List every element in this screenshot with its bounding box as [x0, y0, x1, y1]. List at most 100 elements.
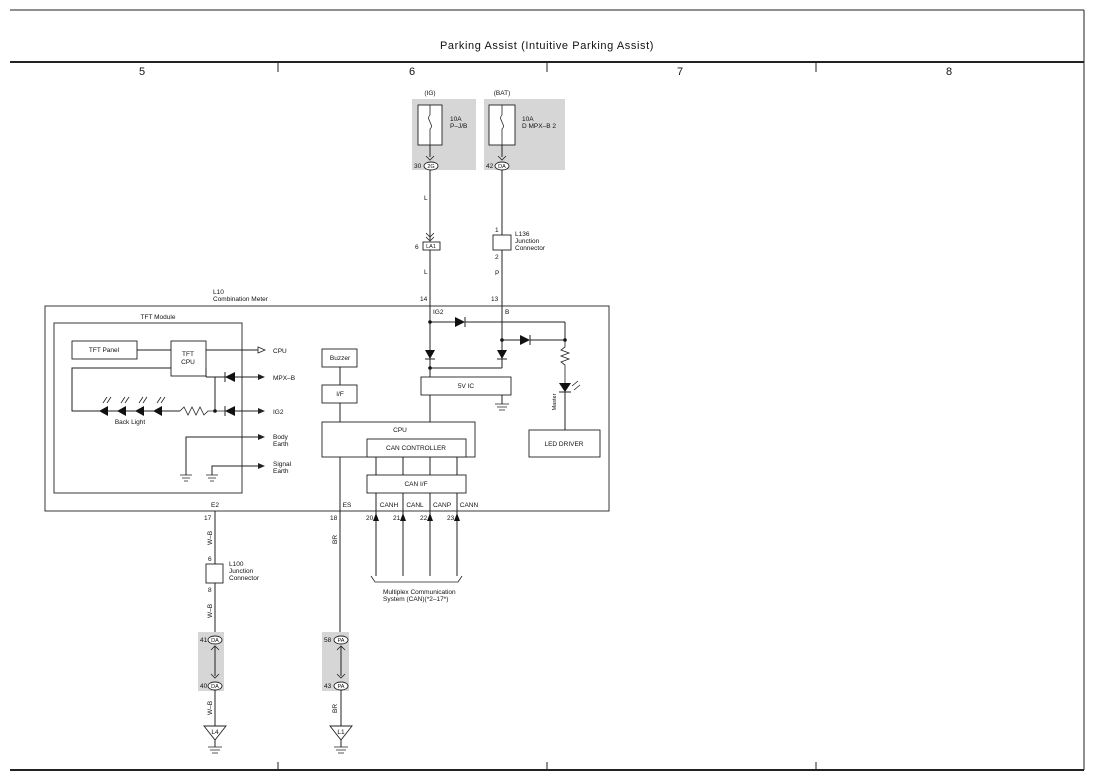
pin-e2: 17 [204, 515, 212, 522]
l136-pin-top: 1 [495, 227, 499, 234]
e2-wire-color-lower: W–B [207, 701, 214, 715]
bat-wire [492, 170, 512, 306]
can-interface-label: CAN I/F [404, 481, 427, 488]
meter-id: L10 [213, 289, 224, 296]
l136-desc-2: Connector [515, 245, 546, 252]
pin-es: 18 [330, 515, 338, 522]
pin-canl: 21 [393, 515, 401, 522]
back-light-label: Back Light [115, 419, 146, 426]
pa-pin-bottom: 43 [324, 683, 332, 690]
ig-wire [422, 170, 441, 306]
tft-out-mpxb: MPX–B [273, 375, 295, 382]
bat-label: (BAT) [494, 90, 511, 97]
meter-b-label: B [505, 309, 509, 316]
meter-power-path [425, 306, 581, 430]
es-wire-color-upper: BR [332, 535, 339, 544]
multiplex-label-2: System (CAN)(*2–17*) [383, 596, 448, 603]
tft-module-label: TFT Module [141, 314, 176, 321]
l136-name: L136 [515, 231, 530, 238]
column-7: 7 [677, 66, 683, 78]
da-conn-top: DA [211, 638, 219, 644]
sheet-frame [10, 9, 1085, 771]
bat-fuse-name: D MPX–B 2 [522, 123, 556, 130]
led-driver [528, 429, 601, 458]
bat-fuse-pin: 42 [486, 163, 494, 170]
meter-cpu-label: CPU [393, 427, 407, 434]
meter-ig2-label: IG2 [433, 309, 444, 316]
l100-desc-2: Connector [229, 575, 260, 582]
ig-wire-color-upper: L [424, 195, 428, 202]
pin-canh: 20 [366, 515, 374, 522]
meter-pin-ig2: 14 [420, 296, 428, 303]
e2-ground-path [198, 511, 227, 754]
buzzer-label: Buzzer [330, 355, 351, 362]
ig-fuse-pin: 30 [414, 163, 422, 170]
tft-cpu-label-2: CPU [181, 359, 195, 366]
pa-pin-top: 58 [324, 637, 332, 644]
l100-name: L100 [229, 561, 244, 568]
l136-desc-1: Junction [515, 238, 540, 245]
es-label: ES [343, 502, 352, 509]
l100-desc-1: Junction [229, 568, 254, 575]
ig-fuse-name: P–J/B [450, 123, 467, 130]
l100-pin-top: 6 [208, 556, 212, 563]
signal-earth-1: Signal [273, 461, 292, 468]
meter-pin-b: 13 [491, 296, 499, 303]
pa-conn-top: PA [338, 638, 345, 644]
5v-ic [420, 376, 512, 396]
ground-l4: L4 [211, 729, 219, 736]
ig-wire-color-lower: L [424, 269, 428, 276]
multiplex-label-1: Multiplex Communication [383, 589, 456, 596]
column-8: 8 [946, 66, 952, 78]
tft-panel-label: TFT Panel [89, 347, 120, 354]
can-label-p: CANP [433, 502, 451, 509]
tft-internal-wiring [71, 346, 267, 482]
es-ground-path [322, 457, 353, 754]
pin-cann: 23 [447, 515, 455, 522]
bat-fuse-connector: DA [498, 164, 506, 170]
tft-cpu [170, 340, 207, 377]
da-conn-bottom: DA [211, 684, 219, 690]
tft-out-cpu: CPU [273, 348, 287, 355]
tft-out-ig2: IG2 [273, 409, 284, 416]
bat-wire-color: P [495, 270, 499, 277]
can-controller [366, 438, 467, 458]
ig-label: (IG) [424, 90, 435, 97]
bat-fuse-amp: 10A [522, 116, 534, 123]
body-earth-2: Earth [273, 441, 289, 448]
can-internal-lines [375, 457, 458, 475]
e2-wire-color-upper: W–B [207, 531, 214, 545]
ig-fuse-amp: 10A [450, 116, 462, 123]
la1-connector: LA1 [426, 244, 436, 250]
page-title: Parking Assist (Intuitive Parking Assist… [440, 40, 654, 52]
l100-pin-bottom: 8 [208, 587, 212, 594]
led-driver-label: LED DRIVER [544, 441, 583, 448]
da-pin-top: 41 [200, 637, 208, 644]
master-label: Master [552, 393, 558, 410]
can-label-l: CANL [406, 502, 424, 509]
pa-conn-bottom: PA [338, 684, 345, 690]
ig-fuse-block [412, 99, 476, 171]
can-label-h: CANH [380, 502, 399, 509]
da-pin-bottom: 40 [200, 683, 208, 690]
body-earth-1: Body [273, 434, 289, 441]
5v-ic-label: 5V IC [458, 383, 475, 390]
can-controller-label: CAN CONTROLLER [386, 445, 446, 452]
l136-pin-bottom: 2 [495, 254, 499, 261]
buzzer-interface-label: I/F [336, 391, 344, 398]
meter-name: Combination Meter [213, 296, 269, 303]
can-interface [366, 474, 467, 494]
la1-pin: 6 [415, 244, 419, 251]
e2-wire-color-mid: W–B [207, 604, 214, 618]
ground-l1: L1 [337, 729, 345, 736]
ig-fuse-connector: 2G [427, 164, 434, 170]
can-label-n: CANN [460, 502, 479, 509]
bat-fuse-block [484, 99, 565, 171]
es-wire-color-lower: BR [332, 704, 339, 713]
column-6: 6 [409, 66, 415, 78]
column-5: 5 [139, 66, 145, 78]
e2-label: E2 [211, 502, 219, 509]
can-bus-lines [370, 493, 463, 583]
pin-canp: 22 [420, 515, 428, 522]
